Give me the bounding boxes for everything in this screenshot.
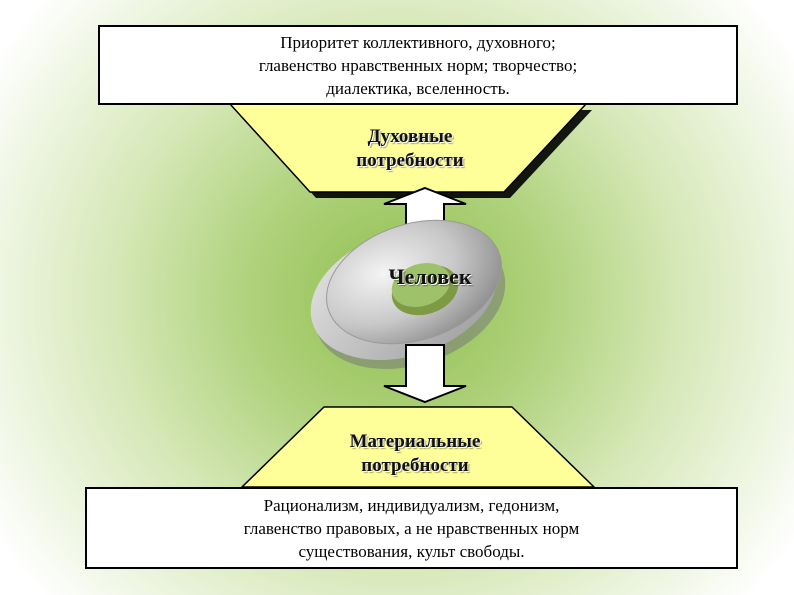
material-needs-title-line: Материальные (349, 431, 481, 452)
spiritual-values-box: Приоритет коллективного, духовного; глав… (98, 25, 738, 105)
material-values-line: Рационализм, индивидуализм, гедонизм, (263, 495, 560, 515)
material-needs-label: Материальные потребности (310, 430, 520, 478)
spiritual-values-line: диалектика, вселенность. (326, 78, 510, 98)
material-values-box: Рационализм, индивидуализм, гедонизм, гл… (85, 487, 738, 569)
material-values-line: главенство правовых, а не нравственных н… (243, 518, 580, 538)
down-arrow (383, 344, 467, 404)
spiritual-needs-title-line: Духовные (367, 126, 453, 147)
material-values-line: существования, культ свободы. (298, 541, 525, 561)
material-needs-title-line: потребности (361, 455, 469, 476)
spiritual-values-line: Приоритет коллективного, духовного; (280, 32, 556, 52)
spiritual-needs-label: Духовные потребности (330, 125, 490, 173)
spiritual-needs-title-line: потребности (356, 150, 464, 171)
ring-torus-icon (310, 219, 506, 369)
person-label: Человек (388, 264, 472, 289)
spiritual-values-line: главенство нравственных норм; творчество… (258, 55, 578, 75)
